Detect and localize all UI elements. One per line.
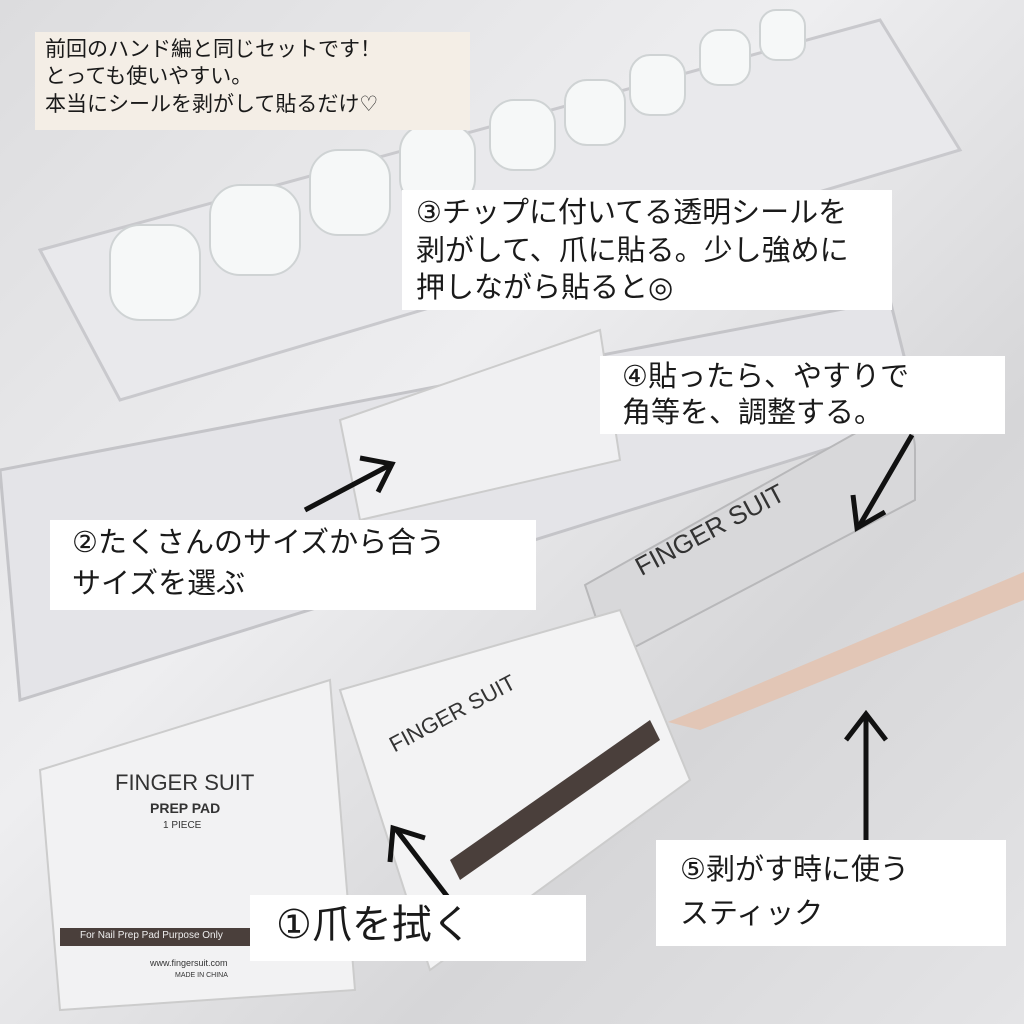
- step3-line: 押しながら貼ると◎: [416, 270, 674, 305]
- intro-note: 前回のハンド編と同じセットです！ とっても使いやすい。 本当にシールを剥がして貼…: [35, 32, 470, 130]
- pad-left-qty: 1 PIECE: [163, 820, 202, 831]
- step3-line: ③チップに付いてる透明シールを: [416, 195, 848, 229]
- step5-line: ⑤剥がす時に使う: [680, 852, 909, 886]
- step4-label: ④貼ったら、やすりで 角等を、調整する。: [600, 356, 1005, 434]
- arrow-step5: [844, 709, 888, 840]
- arrow-step2: [303, 455, 396, 513]
- step4-line: ④貼ったら、やすりで: [622, 359, 909, 393]
- cuticle-stick: [668, 572, 1024, 730]
- step3-line: 剥がして、爪に貼る。少し強めに: [416, 232, 849, 267]
- step5-label: ⑤剥がす時に使う スティック: [656, 840, 1006, 946]
- intro-line: 前回のハンド編と同じセットです！: [45, 37, 381, 61]
- arrows: [303, 433, 915, 902]
- pad-left-name: PREP PAD: [150, 800, 221, 816]
- step5-line: スティック: [680, 895, 824, 930]
- step1-line: ①爪を拭く: [276, 902, 472, 948]
- arrow-step4: [850, 433, 915, 533]
- step4-line: 角等を、調整する。: [622, 395, 884, 430]
- pad-left-url: www.fingersuit.com: [150, 958, 228, 968]
- step2-label: ②たくさんのサイズから合う サイズを選ぶ: [50, 520, 536, 610]
- pad-left-origin: MADE IN CHINA: [175, 972, 228, 979]
- step1-label: ①爪を拭く: [250, 895, 586, 961]
- pad-left-band: For Nail Prep Pad Purpose Only: [80, 930, 223, 941]
- intro-line: とっても使いやすい。: [45, 64, 253, 89]
- intro-line: 本当にシールを剥がして貼るだけ♡: [45, 91, 379, 116]
- prep-pad-right: [338, 608, 692, 972]
- step2-line: ②たくさんのサイズから合う: [72, 525, 446, 559]
- arrow-step1: [387, 824, 452, 902]
- step3-label: ③チップに付いてる透明シールを 剥がして、爪に貼る。少し強めに 押しながら貼ると…: [402, 190, 892, 310]
- pad-left-brand: FINGER SUIT: [115, 770, 255, 795]
- step2-line: サイズを選ぶ: [72, 565, 246, 600]
